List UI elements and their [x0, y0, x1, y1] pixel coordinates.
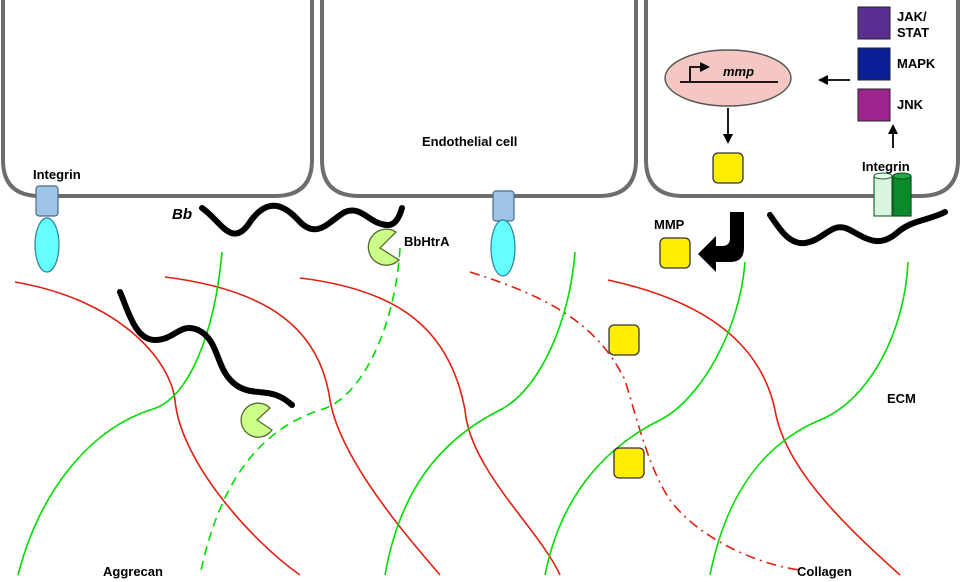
aggrecan-fibers	[17, 247, 909, 576]
collagen-fiber-dashdot	[469, 271, 801, 571]
aggrecan-fiber	[384, 251, 576, 576]
integrin-middle	[490, 190, 516, 277]
aggrecan-fiber-dashed	[199, 247, 401, 576]
mmp-cell	[712, 152, 744, 184]
aggrecan-fiber	[544, 261, 746, 576]
nucleus	[664, 49, 792, 107]
bb-right	[767, 209, 948, 247]
bb-top	[199, 202, 405, 237]
jnk-label: JNK	[897, 97, 924, 112]
ecm-label: ECM	[887, 391, 916, 406]
bbhtra-ecm	[240, 402, 273, 438]
collagen-fibers	[14, 271, 901, 576]
mapk-box	[857, 47, 891, 81]
aggrecan-fiber	[709, 261, 909, 576]
collagen-fiber	[164, 276, 441, 576]
bb-label: Bb	[172, 206, 192, 223]
jak-stat-label-2: STAT	[897, 25, 929, 40]
bbhtra-label: BbHtrA	[404, 234, 450, 249]
mmp-squares	[608, 152, 744, 479]
jak-stat-label-1: JAK/	[897, 9, 927, 24]
mapk-label: MAPK	[897, 56, 936, 71]
cell-middle-endothelial	[320, 0, 638, 198]
aggrecan-fiber	[17, 251, 223, 576]
mmp-gene-label: mmp	[723, 64, 754, 79]
cell-right	[644, 0, 960, 198]
integrin-label-left: Integrin	[33, 167, 81, 182]
mmp-ecm-1	[608, 324, 640, 356]
jak-stat-box	[857, 6, 891, 40]
bb-ecm	[117, 289, 295, 408]
promoter-arrow	[689, 62, 710, 82]
collagen-fiber	[14, 281, 301, 576]
cell-left	[1, 0, 314, 198]
bb-spirochetes	[117, 202, 948, 408]
integrin-left	[34, 185, 60, 273]
mmp-ecm-2	[613, 447, 645, 479]
integrin-right	[873, 172, 912, 217]
aggrecan-label: Aggrecan	[103, 564, 163, 579]
endothelial-cell-label: Endothelial cell	[422, 134, 517, 149]
mmp-secreted	[659, 237, 691, 269]
collagen-label: Collagen	[797, 564, 852, 579]
cell-membranes	[1, 0, 960, 198]
integrin-label-right: Integrin	[862, 159, 910, 174]
collagen-fiber	[607, 279, 901, 576]
secretion-arrow	[698, 212, 744, 272]
mmp-protein-label: MMP	[654, 217, 685, 232]
jnk-box	[857, 88, 891, 122]
collagen-fiber	[299, 277, 561, 576]
arrows	[723, 75, 898, 148]
bbhtra-top	[367, 228, 401, 266]
